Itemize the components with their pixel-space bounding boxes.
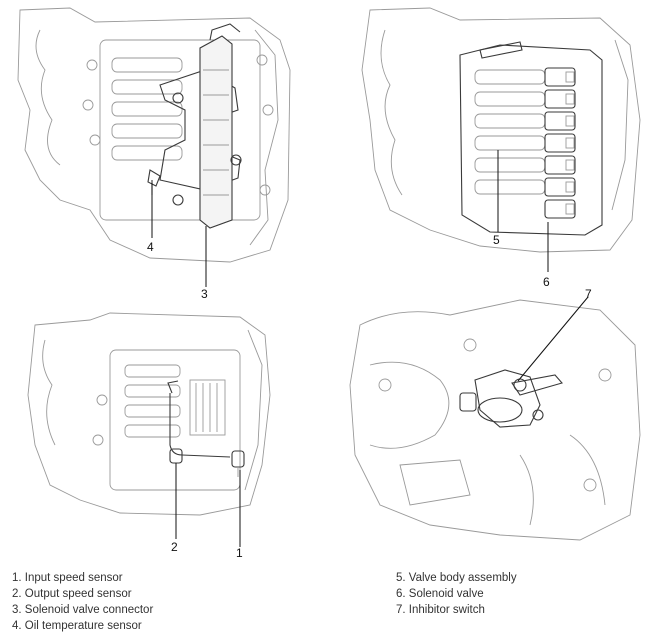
legend-item: 5. Valve body assembly bbox=[396, 572, 517, 584]
illustration-valve-body-assembly bbox=[361, 7, 641, 272]
callout-7: 7 bbox=[585, 287, 592, 301]
illustration-speed-sensors bbox=[27, 312, 271, 547]
legend-item: 6. Solenoid valve bbox=[396, 588, 484, 600]
illustration-inhibitor-switch bbox=[349, 296, 641, 541]
legend-left: 1. Input speed sensor 2. Output speed se… bbox=[12, 570, 153, 634]
callout-2: 2 bbox=[171, 540, 178, 554]
callout-6: 6 bbox=[543, 275, 550, 289]
callout-3: 3 bbox=[201, 287, 208, 301]
illustration-solenoid-connector bbox=[17, 7, 291, 287]
callout-4: 4 bbox=[147, 240, 154, 254]
callout-1: 1 bbox=[236, 546, 243, 560]
callout-5: 5 bbox=[493, 233, 500, 247]
legend-item: 3. Solenoid valve connector bbox=[12, 604, 154, 616]
legend-item: 2. Output speed sensor bbox=[12, 588, 132, 600]
legend-item: 7. Inhibitor switch bbox=[396, 604, 485, 616]
legend-right: 5. Valve body assembly 6. Solenoid valve… bbox=[396, 570, 517, 618]
legend-item: 1. Input speed sensor bbox=[12, 572, 123, 584]
legend-item: 4. Oil temperature sensor bbox=[12, 620, 142, 632]
